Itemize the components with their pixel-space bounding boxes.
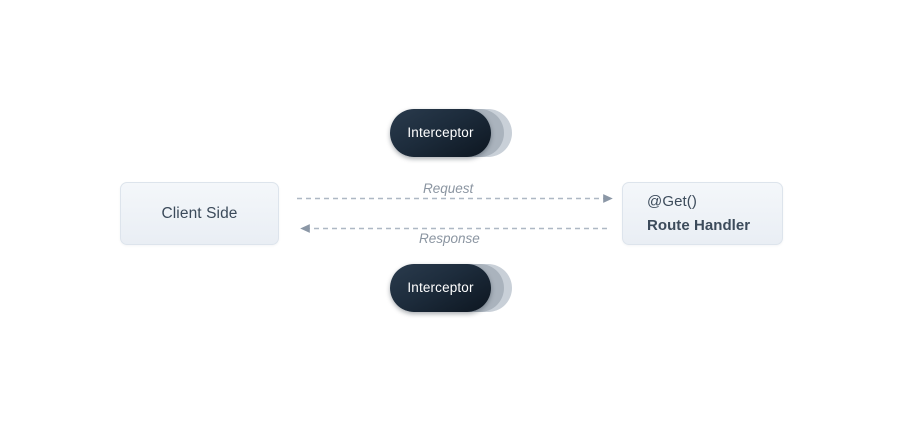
interceptor-top[interactable]: Interceptor <box>390 106 516 162</box>
interceptor-bottom-label: Interceptor <box>407 280 474 296</box>
interceptor-top-body[interactable]: Interceptor <box>390 109 491 157</box>
route-handler-title-label: Route Handler <box>647 216 751 234</box>
client-side-label: Client Side <box>161 204 238 222</box>
interceptor-bottom-body[interactable]: Interceptor <box>390 264 491 312</box>
client-side-box[interactable]: Client Side <box>120 182 279 245</box>
route-handler-box[interactable]: @Get() Route Handler <box>622 182 783 245</box>
route-handler-text: @Get() Route Handler <box>647 193 750 234</box>
request-arrow-label: Request <box>423 181 474 196</box>
response-arrow-label: Response <box>419 231 480 246</box>
route-handler-decorator-label: @Get() <box>647 193 697 211</box>
interceptor-top-label: Interceptor <box>407 125 474 141</box>
interceptor-bottom[interactable]: Interceptor <box>390 261 516 317</box>
